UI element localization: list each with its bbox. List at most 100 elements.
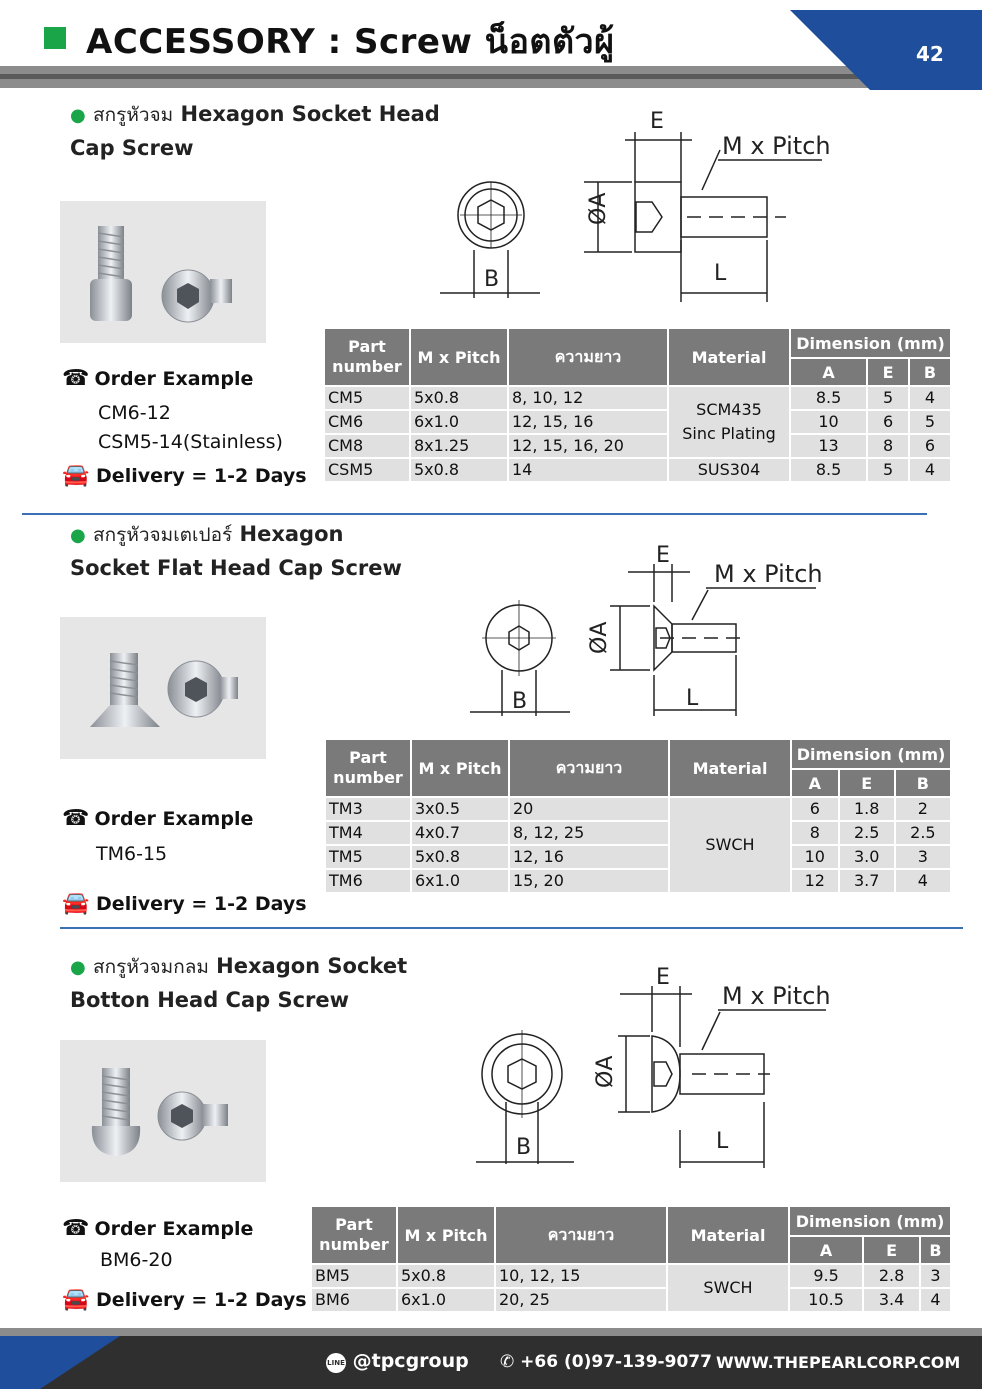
cell-length: 12, 15, 16, 20 [507, 433, 669, 459]
cell-dim-b: 3 [919, 1263, 952, 1289]
cell-dim-e: 1.8 [837, 796, 896, 822]
table-row: TM6 6x1.0 15, 20 12 3.7 4 [324, 868, 953, 894]
cell-dim-b: 4 [908, 457, 952, 483]
footer-line[interactable]: LINE @tpcgroup [326, 1350, 469, 1373]
section-1-title-en: Hexagon Socket Head [180, 102, 440, 126]
dim-e-label: E [656, 543, 670, 568]
bullet-icon: ● [70, 525, 86, 546]
table-row: CSM5 5x0.8 14 SUS304 8.5 5 4 [323, 457, 952, 483]
section-1-title-line2: Cap Screw [70, 136, 194, 160]
dim-a-label: ØA [593, 1056, 618, 1088]
cell-dim-a: 8.5 [788, 385, 869, 411]
th-part-number: Part number [324, 738, 412, 798]
cell-length: 10, 12, 15 [494, 1263, 668, 1289]
th-material: Material [668, 738, 792, 798]
cell-length: 20, 25 [494, 1287, 668, 1313]
order-value: CM6-12 [98, 402, 171, 424]
phone-icon: ☎ [62, 366, 90, 391]
th-length: ความยาว [494, 1205, 668, 1265]
cell-part: CM6 [323, 409, 411, 435]
cell-dim-b: 6 [908, 433, 952, 459]
dim-a-label: ØA [587, 622, 612, 654]
table-row: BM5 5x0.8 10, 12, 15 SWCH 9.5 2.8 3 [310, 1263, 952, 1313]
delivery-value: = 1-2 Days [191, 893, 307, 915]
table-row: TM5 5x0.8 12, 16 10 3.0 3 [324, 844, 953, 870]
th-part-number: Part number [310, 1205, 398, 1265]
cell-part: CSM5 [323, 457, 411, 483]
cell-length: 15, 20 [508, 868, 670, 894]
cell-dim-a: 8.5 [788, 457, 869, 483]
footer-phone[interactable]: ✆ +66 (0)97-139-9077 [500, 1352, 712, 1372]
cell-mpitch: 6x1.0 [396, 1287, 496, 1313]
cell-dim-b: 3 [893, 844, 953, 870]
product-photo-flat-head [60, 617, 266, 759]
section-3-title-en: Hexagon Socket [216, 954, 408, 978]
cell-dim-a: 6 [790, 796, 840, 822]
line-icon: LINE [326, 1353, 346, 1373]
cell-length: 8, 12, 25 [508, 820, 670, 846]
cell-mpitch: 5x0.8 [409, 457, 509, 483]
cell-dim-b: 4 [908, 385, 952, 411]
cell-part: TM3 [324, 796, 412, 822]
dim-b-label: B [484, 267, 499, 292]
dim-b-label: B [516, 1135, 531, 1160]
cell-dim-e: 6 [866, 409, 911, 435]
phone-icon: ☎ [62, 1216, 90, 1241]
table-row: CM6 6x1.0 12, 15, 16 10 6 5 [323, 409, 952, 435]
delivery-label: Delivery [96, 465, 185, 487]
section-3-title: ● สกรูหัวจมกลม Hexagon Socket Botton Hea… [70, 950, 407, 1016]
order-value: TM6-15 [96, 843, 168, 865]
screw-photo-icon [90, 226, 232, 323]
th-material: Material [666, 1205, 790, 1265]
screw-photo-icon [90, 653, 238, 727]
footer-website[interactable]: WWW.THEPEARLCORP.COM [716, 1353, 961, 1372]
cell-dim-e: 3.7 [837, 868, 896, 894]
section-1-order: ☎ Order Example [62, 366, 253, 391]
dim-e-label: E [650, 109, 664, 134]
product-photo-button-head [60, 1040, 266, 1182]
cell-mpitch: 8x1.25 [409, 433, 509, 459]
cell-dim-a: 10 [788, 409, 869, 435]
th-dimension: Dimension (mm) [788, 1205, 952, 1237]
page-title: ACCESSORY : Screw น็อตตัวผู้ [86, 22, 615, 62]
cell-dim-e: 3.4 [862, 1287, 922, 1313]
th-length: ความยาว [508, 738, 670, 798]
th-mpitch: M x Pitch [396, 1205, 496, 1265]
th-dim-b: B [908, 357, 952, 387]
cell-dim-a: 13 [788, 433, 869, 459]
cell-length: 12, 16 [508, 844, 670, 870]
th-dimension: Dimension (mm) [790, 738, 952, 770]
th-dim-e: E [866, 357, 911, 387]
footer-phone-number: +66 (0)97-139-9077 [520, 1352, 712, 1372]
section-3-order: ☎ Order Example [62, 1216, 253, 1241]
section-2-title-en: Hexagon [239, 522, 344, 546]
section-2-title-line2: Socket Flat Head Cap Screw [70, 556, 402, 580]
section-3-title-thai: สกรูหัวจมกลม [93, 956, 209, 978]
section-2-order-values: TM6-15 [96, 840, 167, 869]
section-2-delivery: 🚘 Delivery = 1-2 Days [62, 891, 307, 916]
cell-dim-b: 4 [893, 868, 953, 894]
car-icon: 🚘 [62, 1287, 90, 1312]
cell-mpitch: 5x0.8 [410, 844, 510, 870]
section-divider [60, 927, 963, 929]
section-2-title-thai: สกรูหัวจมเตเปอร์ [93, 524, 233, 546]
order-example-label: Order Example [94, 1218, 254, 1240]
cell-dim-a: 10.5 [787, 1287, 865, 1313]
section-1-delivery: 🚘 Delivery = 1-2 Days [62, 463, 307, 488]
section-3-delivery: 🚘 Delivery = 1-2 Days [62, 1287, 307, 1312]
diagram-socket-head: E M x Pitch ØA B L [440, 109, 831, 302]
phone-icon: ☎ [62, 806, 90, 831]
cell-part: CM8 [323, 433, 411, 459]
cell-material: SUS304 [667, 457, 791, 483]
th-mpitch: M x Pitch [409, 327, 509, 387]
dim-l-label: L [686, 686, 699, 711]
dim-b-label: B [512, 689, 527, 714]
cell-dim-e: 8 [866, 433, 911, 459]
header-blue-band [790, 10, 982, 90]
th-dim-a: A [790, 768, 840, 798]
th-dim-e: E [837, 768, 896, 798]
cell-dim-e: 5 [866, 457, 911, 483]
section-2-order: ☎ Order Example [62, 806, 253, 831]
section-3-title-line2: Botton Head Cap Screw [70, 988, 350, 1012]
